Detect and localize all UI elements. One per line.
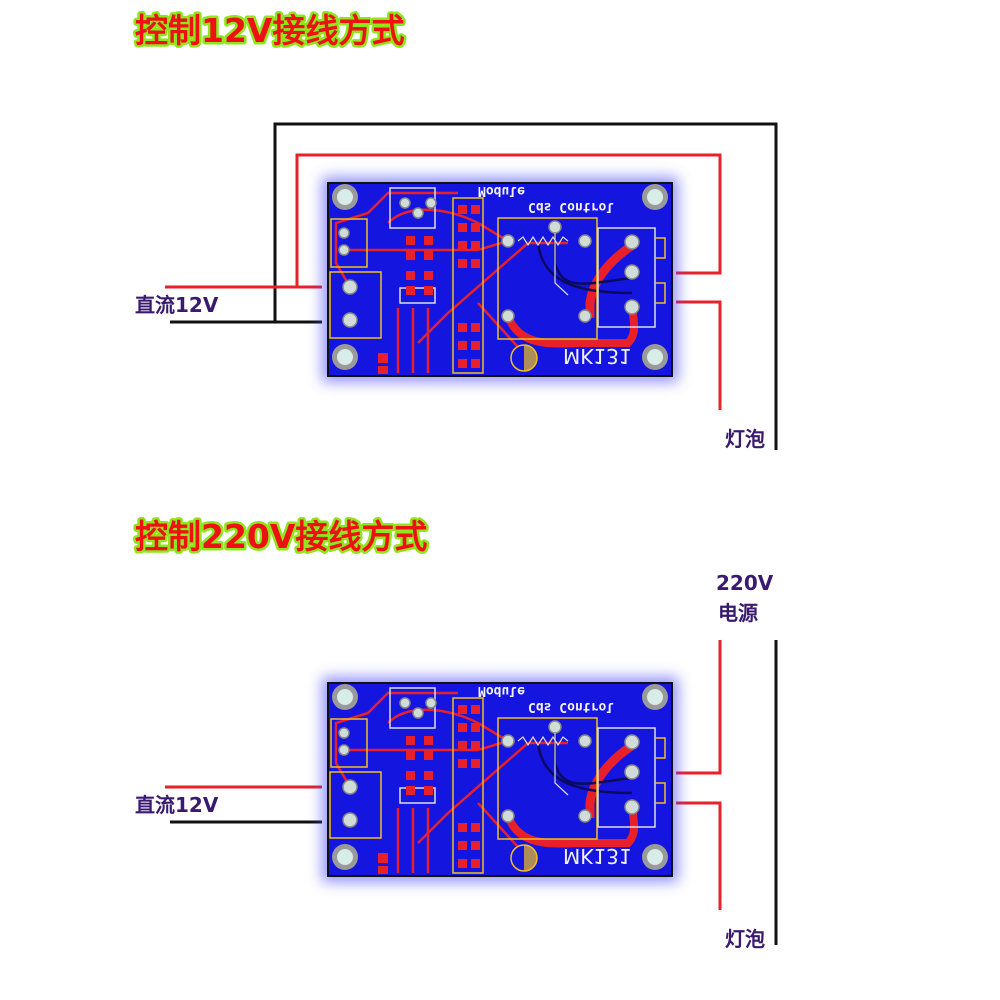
red-wire-mains-live [676, 640, 722, 775]
through-hole-pads [338, 697, 640, 828]
relay-switch-symbol [554, 733, 569, 796]
mounting-holes [332, 684, 668, 870]
resistor-symbol [517, 235, 569, 247]
silk-text-cds-control: Cds Control [528, 199, 614, 214]
power-source-label: 电源 [718, 601, 758, 625]
relay-module-pcb: Cds Control Module MK131 [322, 677, 678, 882]
through-hole-pads [338, 197, 640, 328]
bottom-traces [536, 227, 633, 295]
bulb-label: 灯泡 [725, 427, 765, 451]
resistor-symbol [517, 735, 569, 747]
wires-12v [165, 122, 778, 450]
mounting-holes [332, 184, 668, 370]
silkscreen [329, 187, 666, 374]
relay-module-pcb: Cds Control Module MK131 [322, 177, 678, 382]
silk-text-module: Module [478, 683, 525, 698]
dc12v-label: 直流12V [135, 793, 219, 817]
red-wire-load [676, 801, 722, 910]
smd-pads [378, 705, 480, 874]
silkscreen [329, 687, 666, 874]
capacitor-marking [524, 345, 537, 371]
voltage-220v-label: 220V [716, 571, 774, 595]
dc12v-label: 直流12V [135, 293, 219, 317]
silk-text-model: MK131 [563, 844, 632, 868]
bulb-label: 灯泡 [725, 927, 765, 951]
bottom-traces [536, 727, 633, 795]
title-12v: 控制12V接线方式 [135, 11, 404, 50]
red-wire-loop [295, 153, 722, 287]
title-220v: 控制220V接线方式 [135, 517, 427, 556]
silk-text-cds-control: Cds Control [528, 699, 614, 714]
relay-switch-symbol [554, 233, 569, 296]
wires-220v [165, 640, 778, 945]
copper-traces [334, 191, 639, 373]
red-wire-load [676, 300, 722, 410]
capacitor-marking [524, 845, 537, 871]
silk-text-model: MK131 [563, 344, 632, 368]
silk-text-module: Module [478, 183, 525, 198]
smd-pads [378, 205, 480, 374]
black-wire-loop [273, 122, 778, 450]
